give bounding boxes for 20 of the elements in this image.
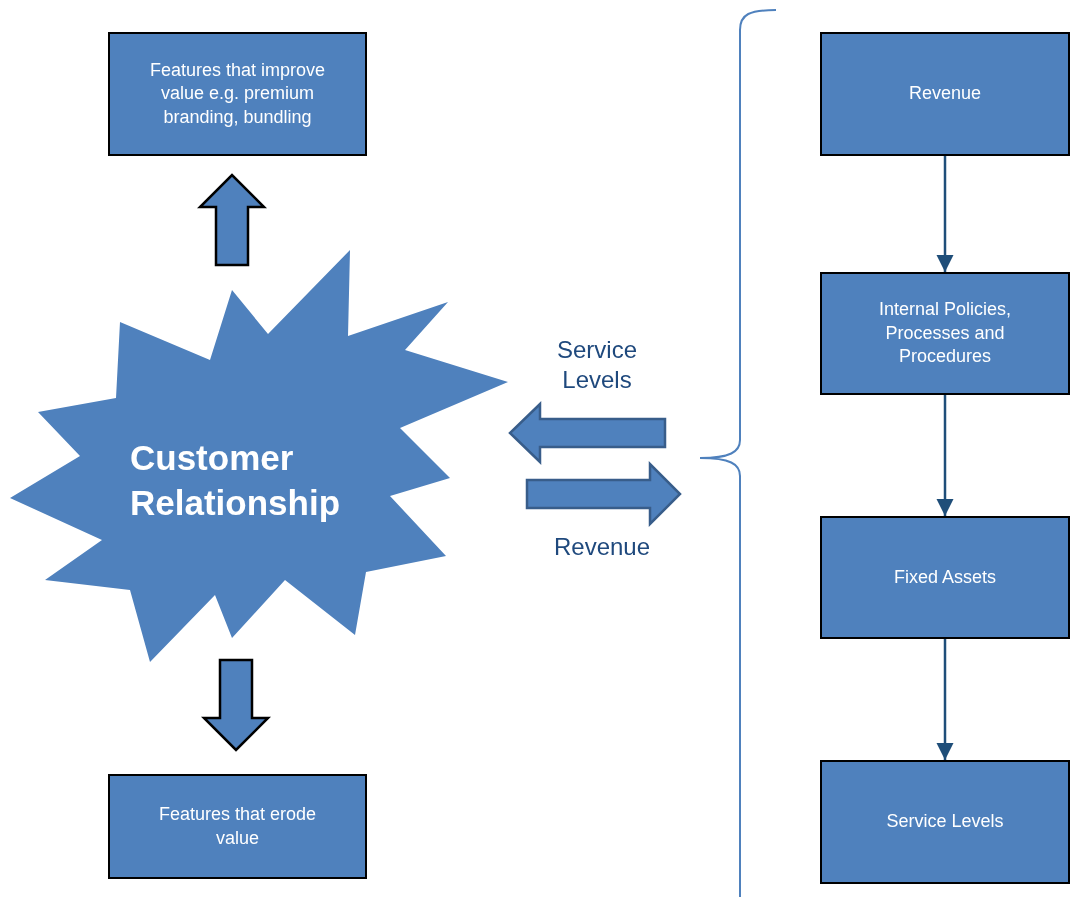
node-label: Features that erode value (157, 803, 318, 850)
block-arrow (201, 658, 271, 752)
arrow (936, 156, 954, 272)
process-box (820, 32, 1070, 156)
process-box (820, 760, 1070, 884)
node-label: Features that improve value e.g. premium branding, bundling (148, 58, 327, 129)
node-label: Service Levels (885, 810, 1005, 834)
node-label: Internal Policies, Processes and Procedures (877, 298, 1013, 369)
node-label: Revenue (907, 82, 983, 106)
block-arrow (508, 401, 667, 465)
block-arrow (197, 173, 267, 267)
block-arrow (525, 461, 682, 527)
node-label: Fixed Assets (892, 565, 997, 589)
arrow (936, 395, 954, 516)
process-box (820, 516, 1070, 639)
arrow (936, 639, 954, 760)
process-box (820, 272, 1070, 395)
node-label: Customer Relationship (130, 436, 342, 524)
process-box (108, 774, 367, 879)
process-box (108, 32, 367, 156)
